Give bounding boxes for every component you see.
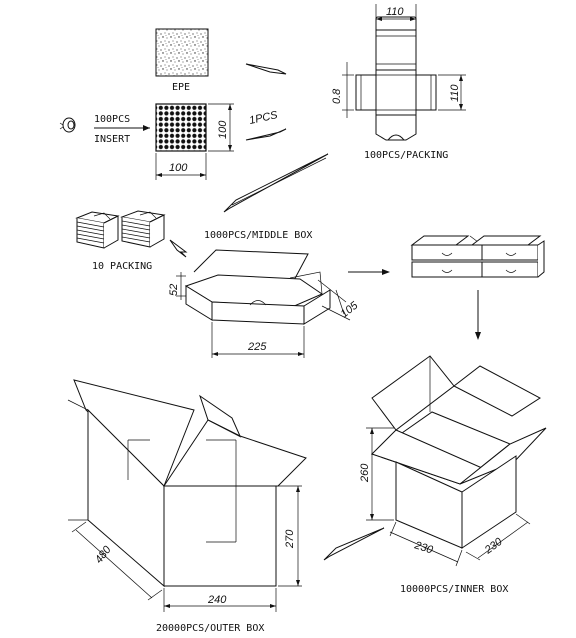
arrow-to-middle-row bbox=[223, 153, 329, 213]
outer-height-dimension bbox=[278, 485, 302, 587]
fold-thickness-dimension bbox=[342, 62, 354, 118]
inner-box bbox=[370, 355, 547, 549]
packing-stack-left bbox=[75, 211, 120, 249]
outer-height-label: 270 bbox=[284, 529, 296, 549]
packing-100-label: 100PCS/PACKING bbox=[364, 150, 448, 161]
epe-foam-sheet bbox=[155, 28, 209, 77]
tray-width-label: 100 bbox=[169, 162, 188, 174]
outer-width-label: 240 bbox=[207, 594, 227, 606]
middle-width-dimension bbox=[211, 322, 305, 358]
insert-label: INSERT bbox=[94, 134, 130, 145]
tray-qty-label: 1PCS bbox=[248, 109, 279, 127]
tray-width-dimension bbox=[155, 153, 207, 180]
arrow-middle-to-stack bbox=[348, 269, 390, 275]
arrow-to-tray bbox=[94, 125, 150, 131]
outer-box-label: 20000PCS/OUTER BOX bbox=[156, 623, 264, 634]
middle-width-label: 225 bbox=[247, 341, 267, 353]
arrow-stack-to-inner-box bbox=[475, 290, 481, 340]
fold-height-label: 110 bbox=[449, 84, 461, 102]
insert-qty-label: 100PCS bbox=[94, 114, 130, 125]
arrow-stacks-to-middle-box bbox=[169, 239, 188, 258]
inner-box-label: 10000PCS/INNER BOX bbox=[400, 584, 508, 595]
middle-box-stack bbox=[410, 235, 545, 278]
inner-depth-dimension bbox=[465, 513, 531, 561]
inner-width-dimension bbox=[389, 521, 463, 567]
middle-box-label: 1000PCS/MIDDLE BOX bbox=[204, 230, 312, 241]
middle-box bbox=[184, 249, 331, 325]
insert-roll-icon bbox=[59, 117, 76, 133]
tray-height-label: 100 bbox=[217, 120, 229, 139]
folding-box-template bbox=[355, 16, 437, 141]
fold-height-dimension bbox=[438, 74, 466, 111]
inner-height-dimension bbox=[366, 427, 394, 521]
arrow-inner-to-outer bbox=[323, 527, 385, 561]
middle-height-label: 52 bbox=[168, 284, 180, 296]
middle-height-dimension bbox=[176, 272, 186, 300]
arrow-tray-to-packing bbox=[245, 128, 287, 141]
packing-10-label: 10 PACKING bbox=[92, 261, 152, 272]
tray-height-dimension bbox=[208, 103, 234, 152]
inner-depth-label: 230 bbox=[482, 535, 505, 557]
inner-height-label: 260 bbox=[359, 463, 371, 483]
fold-thickness-label: 0.8 bbox=[331, 88, 343, 104]
outer-width-dimension bbox=[163, 588, 277, 612]
inner-width-label: 230 bbox=[412, 539, 435, 557]
fold-width-label: 110 bbox=[386, 6, 404, 18]
outer-box bbox=[67, 379, 307, 588]
middle-depth-dimension bbox=[317, 279, 351, 321]
epe-label: EPE bbox=[172, 82, 190, 93]
arrow-epe-to-packing bbox=[245, 63, 287, 75]
middle-depth-label: 105 bbox=[338, 299, 361, 320]
insert-tray bbox=[155, 103, 207, 152]
outer-depth-dimension bbox=[71, 521, 163, 601]
fold-width-dimension bbox=[375, 4, 417, 28]
packing-stack-right bbox=[120, 210, 166, 248]
outer-depth-label: 480 bbox=[93, 543, 114, 566]
